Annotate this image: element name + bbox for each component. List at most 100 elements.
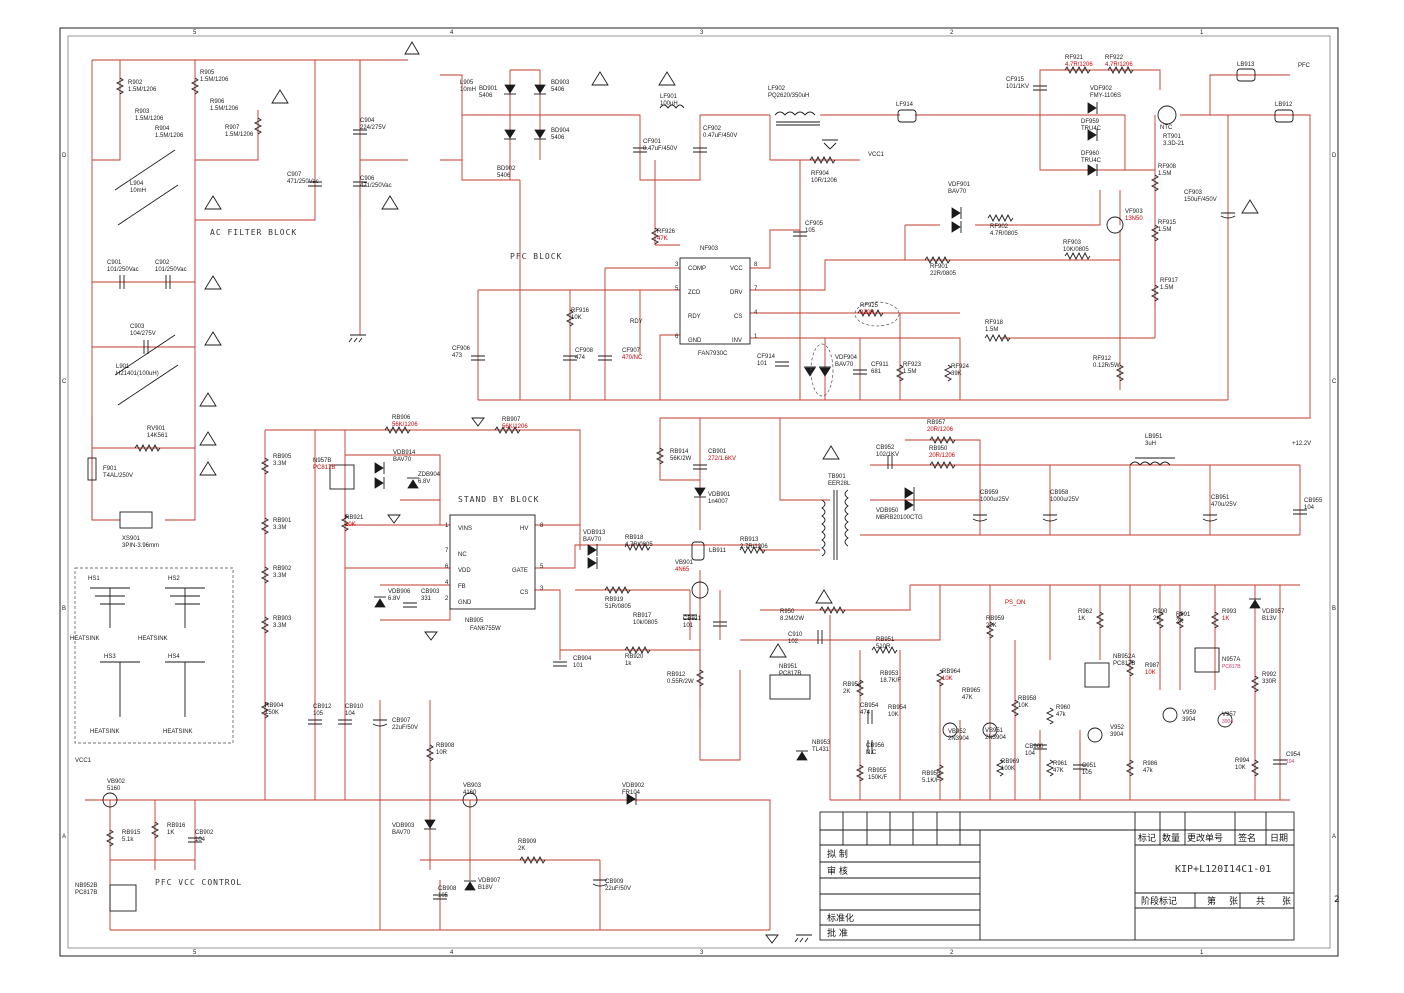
component-ref-cb904: CB904 <box>573 656 592 662</box>
component-ref-vdb903: VDB903 <box>392 823 415 829</box>
component-value-v952: 3904 <box>1110 732 1124 738</box>
component-ref-rf918: RF918 <box>985 320 1004 326</box>
warning-icon <box>658 71 676 86</box>
component-value-rb950: 20R/1206 <box>929 453 956 459</box>
component-ref-xs901: XS901 <box>122 536 141 542</box>
component-value-xs901: 3PIN-3.96mm <box>122 543 159 549</box>
component-ref-cf903: CF903 <box>1184 190 1203 196</box>
component-ref-vdb914: VDB914 <box>393 450 416 456</box>
component-value-rb964: 10K <box>942 676 953 682</box>
block-title-pfc: PFC BLOCK <box>510 252 562 261</box>
component-value-r902: 1.5M/1206 <box>128 87 157 93</box>
component-value-c951: 105 <box>1082 770 1093 776</box>
component-ref-df960: DF960 <box>1081 151 1100 157</box>
component-ref-vdf902: VDF902 <box>1090 86 1113 92</box>
pin-num: 6 <box>445 564 449 570</box>
component-ref-r992: R992 <box>1262 672 1277 678</box>
component-ref-c954: C954 <box>1286 752 1301 758</box>
component-ref-rf926: RF926 <box>657 229 676 235</box>
component-value-cb904: 101 <box>573 663 584 669</box>
component-ref-l904: L904 <box>130 181 144 187</box>
component-ref-r905: R905 <box>200 70 215 76</box>
component-ref-cb951: CB951 <box>1211 495 1230 501</box>
heatsink-ref: HS1 <box>88 576 100 582</box>
border-side-letters: D C B A D C B A <box>62 153 1337 840</box>
component-ref-cb909: CB909 <box>605 879 624 885</box>
component-value-rf926: 47K <box>657 236 668 242</box>
component-value-cb907: 22uF/50V <box>392 725 418 731</box>
component-ref-r993: R993 <box>1222 609 1237 615</box>
chip-nf903: NF903 FAN7930C COMP ZCD RDY GND VCC DRV … <box>675 246 758 357</box>
component-value-rb912: 0.55R/2W <box>667 679 694 685</box>
component-ref-vcc1: VCC1 <box>868 152 885 158</box>
component-value-rf902: 4.7R/0805 <box>990 231 1018 237</box>
component-ref-cb958: CB958 <box>1050 490 1069 496</box>
component-ref-rf916: RF916 <box>571 308 590 314</box>
component-value-rb913: 2.7R/1206 <box>740 544 768 550</box>
component-ref-c906: C906 <box>360 176 375 182</box>
component-value-cf911: 681 <box>871 369 882 375</box>
component-value-v957: 3904 <box>1222 719 1233 725</box>
pin-label: COMP <box>688 266 706 272</box>
component-ref-vcc1b: VCC1 <box>75 758 92 764</box>
component-value-cb956: N.C <box>866 750 877 756</box>
component-value-vb952: 2N3904 <box>948 736 970 742</box>
component-value-cf907: 470/NC <box>622 355 643 361</box>
component-value-rb953: 18.7K/F <box>880 678 901 684</box>
component-ref-c903: C903 <box>130 324 145 330</box>
heatsink-label: HEATSINK <box>163 729 193 735</box>
component-ref-cb908: CB908 <box>438 886 457 892</box>
pin-label: RDY <box>688 314 701 320</box>
component-ref-lb912: LB912 <box>1275 102 1293 108</box>
component-ref-rb916: RB916 <box>167 823 186 829</box>
component-ref-rb969: RB969 <box>1001 759 1020 765</box>
component-value-rb921: 10K <box>345 522 356 528</box>
component-ref-rb909: RB909 <box>518 839 537 845</box>
component-value-c903: 104/275V <box>130 331 156 337</box>
component-value-rf921: 4.7R/1206 <box>1065 62 1093 68</box>
component-ref-rb959: RB959 <box>986 616 1005 622</box>
component-value-rb956: 5.1K/F <box>922 778 940 784</box>
component-ref-vdb906: VDB906 <box>388 589 411 595</box>
component-ref-rb955: RB955 <box>868 768 887 774</box>
component-value-c904: 224/275V <box>360 125 386 131</box>
component-ref-rv901: RV901 <box>147 426 166 432</box>
component-ref-cb911: CB911 <box>683 616 702 622</box>
component-ref-l901: L901 <box>116 364 130 370</box>
component-value-rf924: 39K <box>951 371 962 377</box>
border-letter: B <box>1332 606 1336 612</box>
component-value-c901: 101/250Vac <box>107 267 139 273</box>
component-value-c954: 104 <box>1286 759 1295 765</box>
component-ref-v959: V959 <box>1182 710 1197 716</box>
component-ref-cf905: CF905 <box>805 221 824 227</box>
component-ref-rb958: RB958 <box>1018 696 1037 702</box>
component-value-cb901: 272/1.6KV <box>708 456 736 462</box>
stage-label: 阶段标记 <box>1141 895 1177 907</box>
component-ref-lb911: LB911 <box>709 548 727 554</box>
border-letter: A <box>62 834 66 840</box>
component-value-vdf904: BAV70 <box>835 362 854 368</box>
drawing-number: KIP+L120I14C1-01 <box>1175 864 1271 875</box>
component-value-rb951: 510R <box>876 644 891 650</box>
component-ref-rb906: RB906 <box>392 415 411 421</box>
component-ref-rb919: RB919 <box>605 597 624 603</box>
component-value-cb902: 104 <box>195 837 206 843</box>
component-ref-vf903: VF903 <box>1125 209 1143 215</box>
stage-label: 共 <box>1256 896 1265 907</box>
component-value-cf902: 0.47uF/450V <box>703 133 737 139</box>
component-value-n957a: PC817B <box>1222 664 1241 670</box>
component-value-vdb957: B13V <box>1262 616 1277 622</box>
component-ref-nb952b: NB952B <box>75 883 97 889</box>
component-value-bd901: 5406 <box>479 93 493 99</box>
component-value-cf905: 105 <box>805 228 816 234</box>
component-value-rb918: 4.7R/0805 <box>625 542 653 548</box>
component-value-rb907: 56K/1206 <box>502 424 528 430</box>
component-value-vb951: 2N3904 <box>985 735 1007 741</box>
component-ref-vdf901: VDF901 <box>948 182 971 188</box>
component-value-vdb950: MBRB20100CTG <box>876 515 923 521</box>
warning-icon <box>199 461 217 476</box>
component-ref-rdy: RDY <box>630 319 643 325</box>
component-ref-rf924: RF924 <box>951 364 970 370</box>
pin-label: DRV <box>730 290 743 296</box>
component-value-cb960: 104 <box>1025 751 1036 757</box>
